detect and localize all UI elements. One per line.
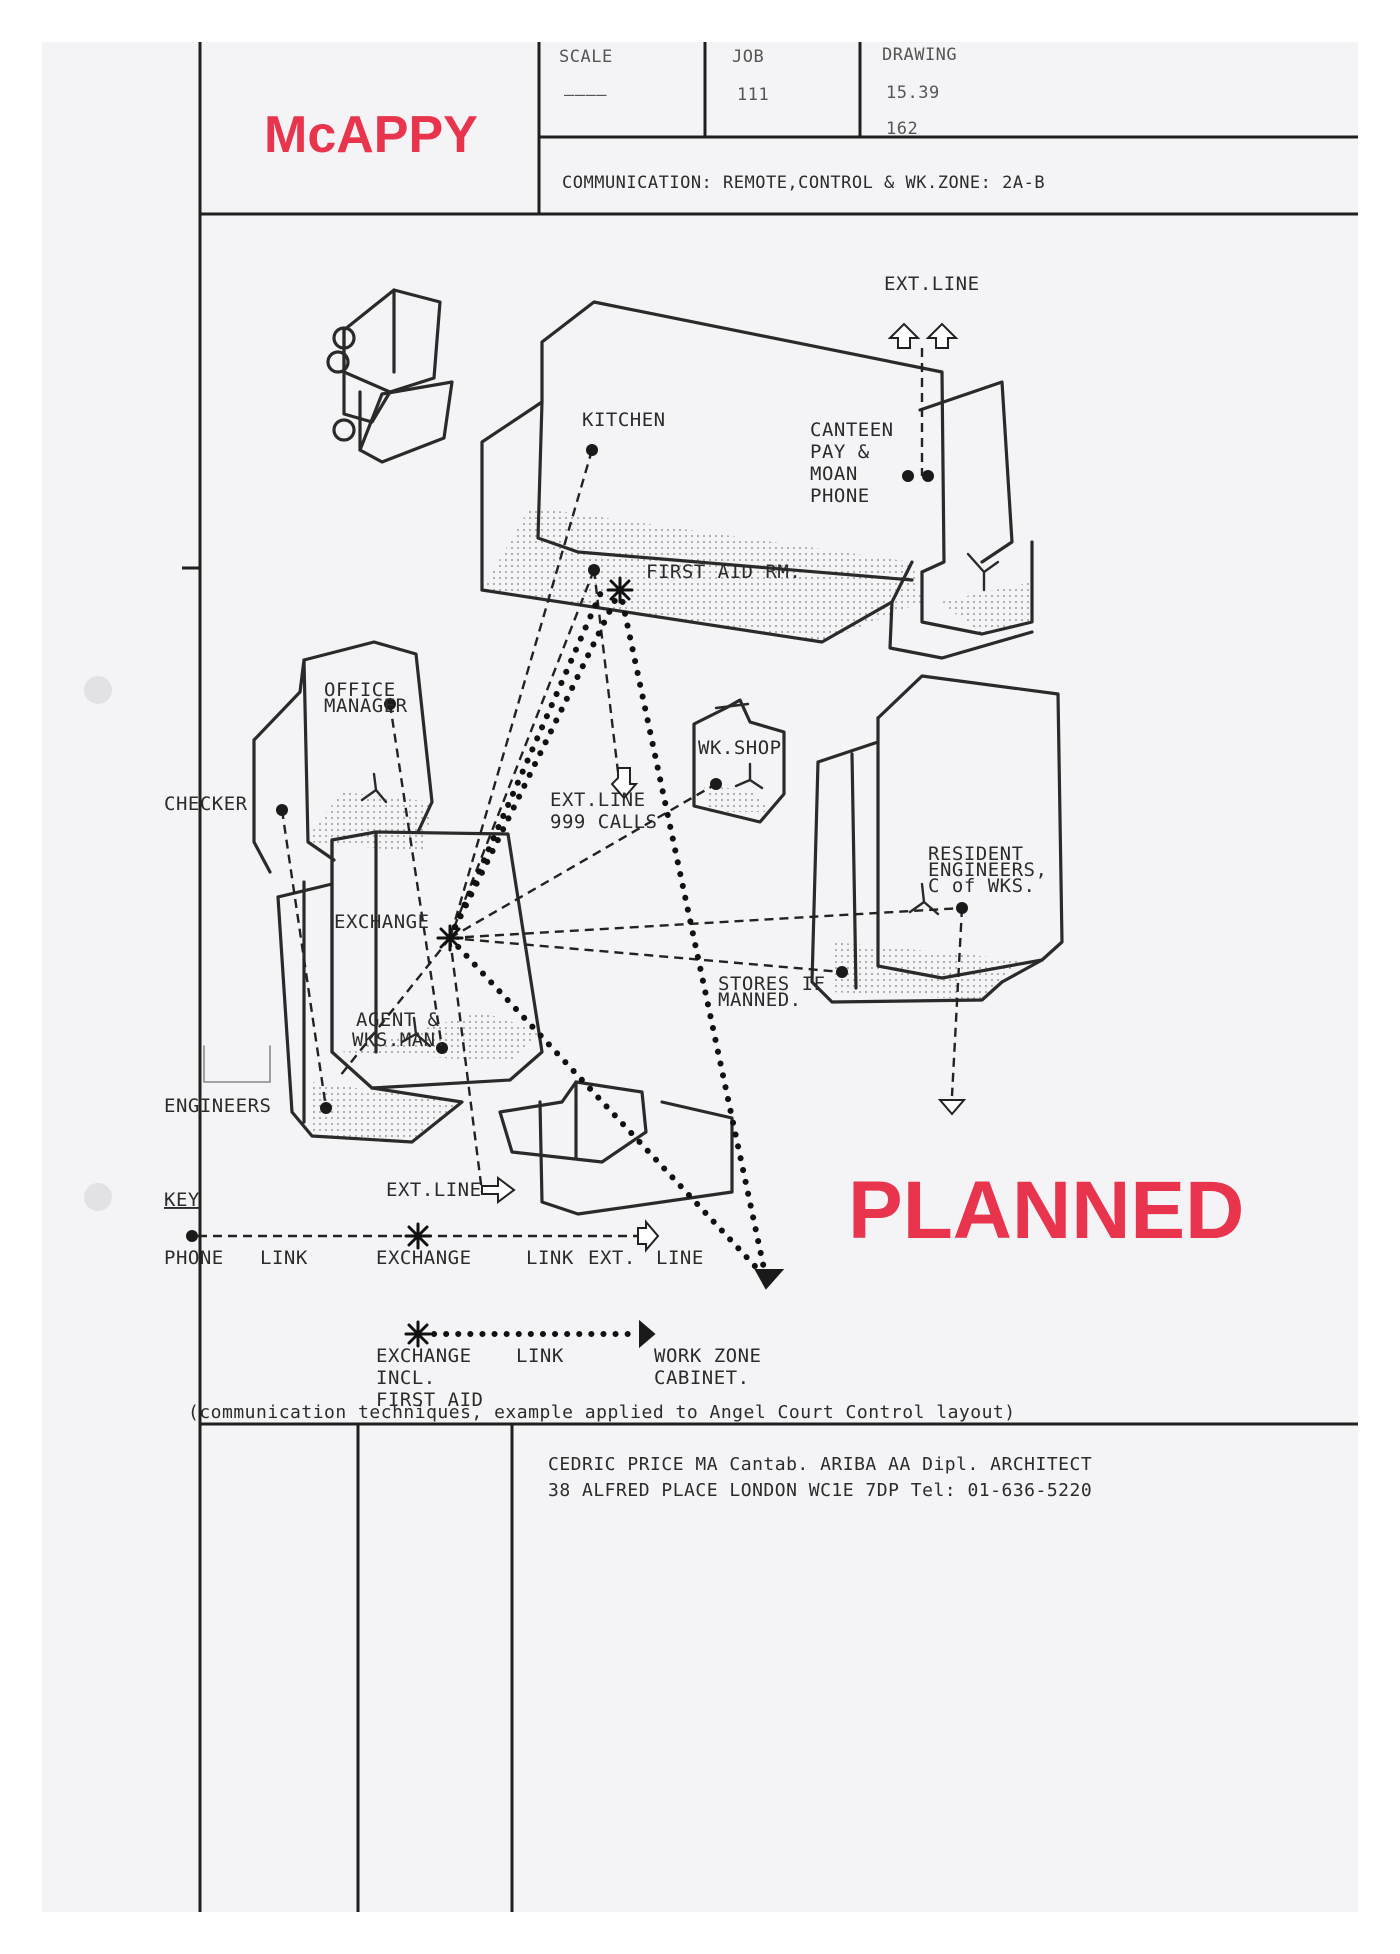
label-wk-shop: WK.SHOP	[698, 737, 782, 759]
job-label: JOB	[732, 47, 764, 67]
architect-line-1: CEDRIC PRICE MA Cantab. ARIBA AA Dipl. A…	[548, 1454, 1092, 1475]
architectural-drawing: McAPPY SCALE ———— JOB 111 DRAWING 15.39 …	[84, 42, 1358, 1912]
label-ext-line-999-2: 999 CALLS	[550, 811, 657, 833]
key-ext-line-arrow	[637, 1219, 660, 1253]
label-engineers: ENGINEERS	[164, 1095, 271, 1117]
drawing-label: DRAWING	[882, 45, 957, 65]
architect-line-2: 38 ALFRED PLACE LONDON WC1E 7DP Tel: 01-…	[548, 1480, 1092, 1501]
label-checker: CHECKER	[164, 793, 248, 815]
scale-label: SCALE	[559, 47, 613, 67]
key-cabinet-arrow	[639, 1319, 656, 1349]
exchange-symbols	[436, 576, 634, 952]
drawing-value-1: 15.39	[886, 83, 940, 103]
label-kitchen: KITCHEN	[582, 409, 666, 431]
key-row1-exchange: EXCHANGE	[376, 1247, 472, 1269]
planned-stamp: PLANNED	[848, 1165, 1244, 1256]
phone-link-lines	[280, 348, 964, 1193]
label-resident-engineers-2: ENGINEERS,	[928, 859, 1047, 881]
key-row2-link: LINK	[516, 1345, 564, 1367]
key-row1-ext: EXT.	[588, 1247, 636, 1269]
label-ext-line-bottom: EXT.LINE	[386, 1179, 482, 1201]
label-exchange: EXCHANGE	[334, 911, 430, 933]
key-row1-phone: PHONE	[164, 1247, 224, 1269]
key-row1-link: LINK	[260, 1247, 308, 1269]
key-row2-cabinet-2: CABINET.	[654, 1367, 750, 1389]
binder-hole-bottom	[84, 1183, 112, 1211]
label-resident-engineers-3: C of WKS.	[928, 875, 1035, 897]
key-row2-exchange-3: FIRST AID	[376, 1389, 483, 1411]
label-first-aid: FIRST AID RM.	[646, 561, 801, 583]
drawing-sheet: McAPPY SCALE ———— JOB 111 DRAWING 15.39 …	[42, 42, 1358, 1912]
label-agent-2: WKS.MAN.	[352, 1029, 448, 1051]
scale-value: ————	[564, 85, 607, 105]
label-stores-2: MANNED.	[718, 989, 802, 1011]
label-office-manager-1: OFFICE	[324, 679, 396, 701]
key-phone-dot	[186, 1230, 198, 1242]
label-resident-engineers-1: RESIDENT	[928, 843, 1024, 865]
room-sketches	[203, 288, 1064, 1216]
key-row2-cabinet-1: WORK ZONE	[654, 1345, 761, 1367]
room-labels: KITCHEN CANTEEN PAY & MOAN PHONE FIRST A…	[164, 273, 1047, 1201]
caption: (communication techniques, example appli…	[188, 1402, 1016, 1423]
job-value: 111	[737, 85, 769, 105]
drawing-value-2: 162	[886, 119, 918, 139]
label-canteen-2: PAY &	[810, 441, 870, 463]
external-line-arrows	[481, 322, 967, 1290]
label-office-manager-2: MANAGER	[324, 695, 408, 717]
key-row1-line: LINE	[656, 1247, 704, 1269]
key-exchange-symbol	[404, 1222, 432, 1250]
label-agent-1: AGENT &	[356, 1009, 440, 1031]
client-stamp: McAPPY	[264, 106, 478, 164]
work-zone-links	[447, 587, 769, 1281]
label-canteen-4: PHONE	[810, 485, 870, 507]
key-row2-exchange-1: EXCHANGE	[376, 1345, 472, 1367]
title-block-frame	[182, 42, 1358, 1912]
label-ext-line-top: EXT.LINE	[884, 273, 980, 295]
binder-hole-top	[84, 676, 112, 704]
phone-points	[276, 444, 968, 1114]
label-canteen-3: MOAN	[810, 463, 858, 485]
legend-key: KEY PHONE LINK EXCHANGE LINK EXT. LINE E…	[164, 1189, 761, 1411]
drawing-subject: COMMUNICATION: REMOTE,CONTROL & WK.ZONE:…	[562, 173, 1045, 193]
label-canteen-1: CANTEEN	[810, 419, 894, 441]
key-heading: KEY	[164, 1189, 200, 1211]
key-row1-link-2: LINK	[526, 1247, 574, 1269]
label-ext-line-999-1: EXT.LINE	[550, 789, 646, 811]
key-row2-exchange-2: INCL.	[376, 1367, 436, 1389]
label-stores-1: STORES IF	[718, 973, 825, 995]
key-exchange-symbol-2	[404, 1320, 432, 1348]
